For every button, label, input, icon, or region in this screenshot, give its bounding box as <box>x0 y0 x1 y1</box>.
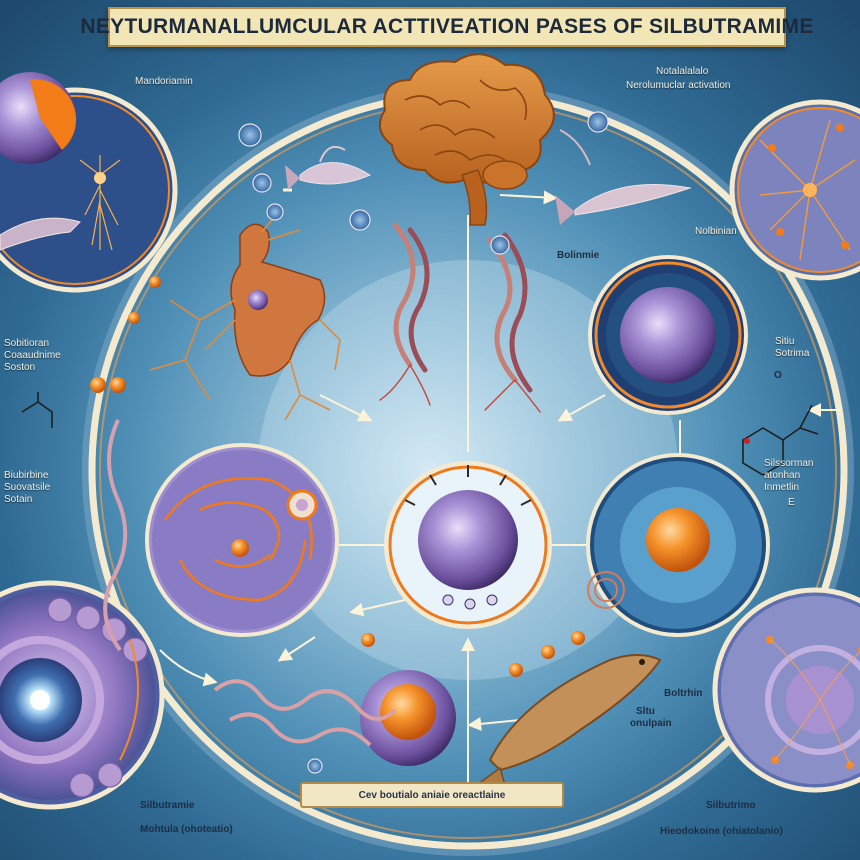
label-bottom-right-corner-1: Silbutrimo <box>706 800 756 811</box>
label-bottom-right-corner-2: Hieodokoine (ohiatolanio) <box>660 826 783 837</box>
cell-bottom-orange <box>360 670 456 766</box>
label-right-mid-3: O <box>774 370 782 381</box>
caption-text: Cev boutialo aniaie oreactlaine <box>358 789 506 801</box>
label-top-left: Mandoriamin <box>135 76 193 87</box>
cell-right-upper <box>588 255 748 415</box>
label-right-mid-1: Sitiu <box>775 336 795 347</box>
label-right-low-4: E <box>788 497 795 508</box>
corner-circle-bottom-left <box>0 580 165 810</box>
fish-illustration-right <box>555 129 692 225</box>
label-right-low-3: Inmetlin <box>764 482 800 493</box>
corner-circle-top-right <box>729 99 860 281</box>
small-orange-vesicles <box>90 276 585 677</box>
label-right-low-1: Silssorman <box>764 458 814 469</box>
title-banner: NEYTURMANALLUMCULAR ACTTIVEATION PASES O… <box>80 7 813 47</box>
label-left-mid-3: Soston <box>4 362 36 373</box>
small-vesicles <box>238 111 609 774</box>
muscle-fibers-illustration <box>379 222 541 413</box>
label-bottom-right-3: onulpain <box>630 718 672 729</box>
label-left-mid-2: Coaaudnime <box>4 350 61 361</box>
nerve-strand-bottom <box>213 679 397 747</box>
cell-left-middle <box>145 443 339 637</box>
chemical-structure <box>742 404 819 476</box>
label-right-low-2: atonhan <box>764 470 801 481</box>
label-left-low-3: Sotain <box>4 494 33 505</box>
caption-banner: Cev boutialo aniaie oreactlaine <box>300 782 564 808</box>
label-right-upper: Nolbinian <box>695 226 737 237</box>
cell-right-middle <box>586 453 770 637</box>
label-bottom-left-2: Mohtula (ohoteatio) <box>140 824 233 835</box>
label-center-upper: Bolinmie <box>557 250 600 261</box>
connector-lines <box>159 188 842 790</box>
label-right-mid-2: Sotrima <box>775 348 810 359</box>
label-top-right-2: Nerolumuclar activation <box>626 80 731 91</box>
corner-circle-bottom-right <box>712 587 860 793</box>
label-bottom-left-1: Silbutramie <box>140 800 195 811</box>
label-bottom-right-2: Sltu <box>636 706 655 717</box>
nerve-strand-left <box>103 419 128 652</box>
brain-illustration <box>378 53 555 226</box>
human-torso-illustration <box>149 209 341 421</box>
label-left-mid-1: Sobitioran <box>4 338 50 349</box>
label-left-low-2: Suovatsile <box>4 482 51 493</box>
diagram-title: NEYTURMANALLUMCULAR ACTTIVEATION PASES O… <box>80 15 814 38</box>
label-top-right-1: Notalalalalo <box>656 66 709 77</box>
corner-circle-top-left <box>0 72 178 293</box>
chemical-structure-left <box>21 392 53 428</box>
label-bottom-right-1: Boltrhin <box>664 688 703 699</box>
label-left-low-1: Biubirbine <box>4 470 49 481</box>
cell-center <box>384 461 552 629</box>
fish-illustration-top <box>285 146 372 190</box>
